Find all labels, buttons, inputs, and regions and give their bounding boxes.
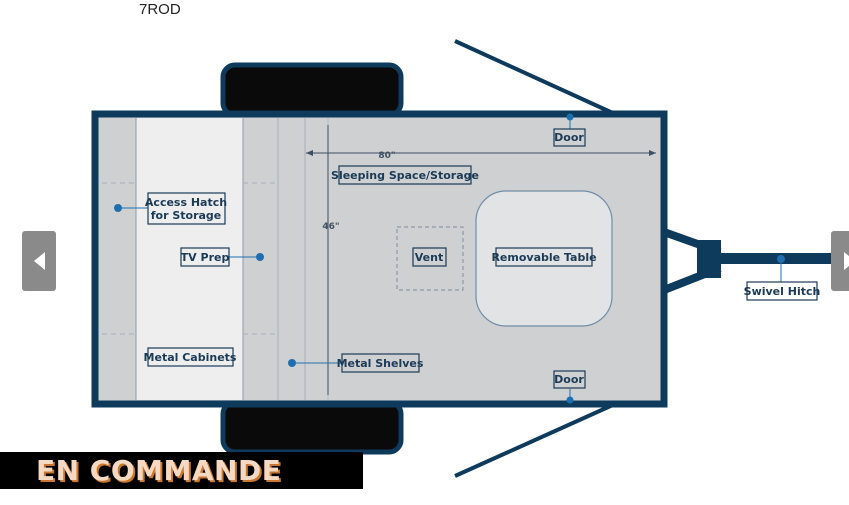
- marker-door-bottom: [566, 396, 574, 404]
- door-swing-bottom: [454, 402, 616, 478]
- status-banner-text: EN COMMANDE: [36, 454, 282, 487]
- marker-swivel-hitch: [777, 255, 785, 263]
- svg-text:Removable Table: Removable Table: [491, 251, 596, 264]
- label-swivel-hitch: Swivel Hitch: [744, 281, 821, 301]
- svg-text:Door: Door: [554, 131, 584, 144]
- svg-text:Access Hatch: Access Hatch: [145, 196, 227, 209]
- dimension-width: 46": [322, 125, 340, 395]
- length-label: 80": [378, 151, 395, 161]
- hitch-block: [697, 240, 721, 278]
- carousel-prev-button[interactable]: [22, 231, 56, 291]
- label-metal-cabinets: Metal Cabinets: [144, 347, 237, 367]
- marker-door-top: [566, 113, 574, 121]
- dimension-length: 80": [306, 150, 656, 161]
- svg-text:for Storage: for Storage: [151, 209, 222, 222]
- svg-text:Vent: Vent: [415, 251, 443, 264]
- status-banner: EN COMMANDE: [0, 452, 363, 489]
- width-label: 46": [322, 222, 339, 232]
- chevron-right-icon: [843, 252, 849, 270]
- carousel-next-button[interactable]: [831, 231, 849, 291]
- marker-tv-prep: [256, 253, 264, 261]
- door-swing-top: [454, 39, 616, 116]
- page-title: 7ROD: [139, 1, 181, 18]
- vent-outline: [396, 226, 464, 291]
- leader-lines: [118, 117, 782, 400]
- label-removable-table: Removable Table: [491, 247, 597, 267]
- label-vent: Vent: [412, 247, 447, 267]
- tire-bottom: [220, 399, 404, 455]
- svg-text:Swivel Hitch: Swivel Hitch: [744, 285, 821, 298]
- marker-metal-shelves: [288, 359, 296, 367]
- svg-text:TV Prep: TV Prep: [181, 251, 230, 264]
- chevron-left-icon: [33, 252, 45, 270]
- label-tv-prep: TV Prep: [180, 247, 230, 267]
- marker-access-hatch: [114, 204, 122, 212]
- svg-text:Door: Door: [554, 373, 584, 386]
- svg-text:Metal Cabinets: Metal Cabinets: [144, 351, 237, 364]
- label-door-top: Door: [553, 128, 586, 147]
- label-door-bottom: Door: [553, 370, 586, 389]
- tire-top: [220, 62, 404, 118]
- label-sleeping-space: Sleeping Space/Storage: [331, 165, 479, 185]
- label-access-hatch: Access Hatch for Storage: [145, 192, 227, 225]
- label-metal-shelves: Metal Shelves: [337, 353, 424, 373]
- svg-text:Sleeping Space/Storage: Sleeping Space/Storage: [331, 169, 479, 182]
- svg-text:Metal Shelves: Metal Shelves: [337, 357, 424, 370]
